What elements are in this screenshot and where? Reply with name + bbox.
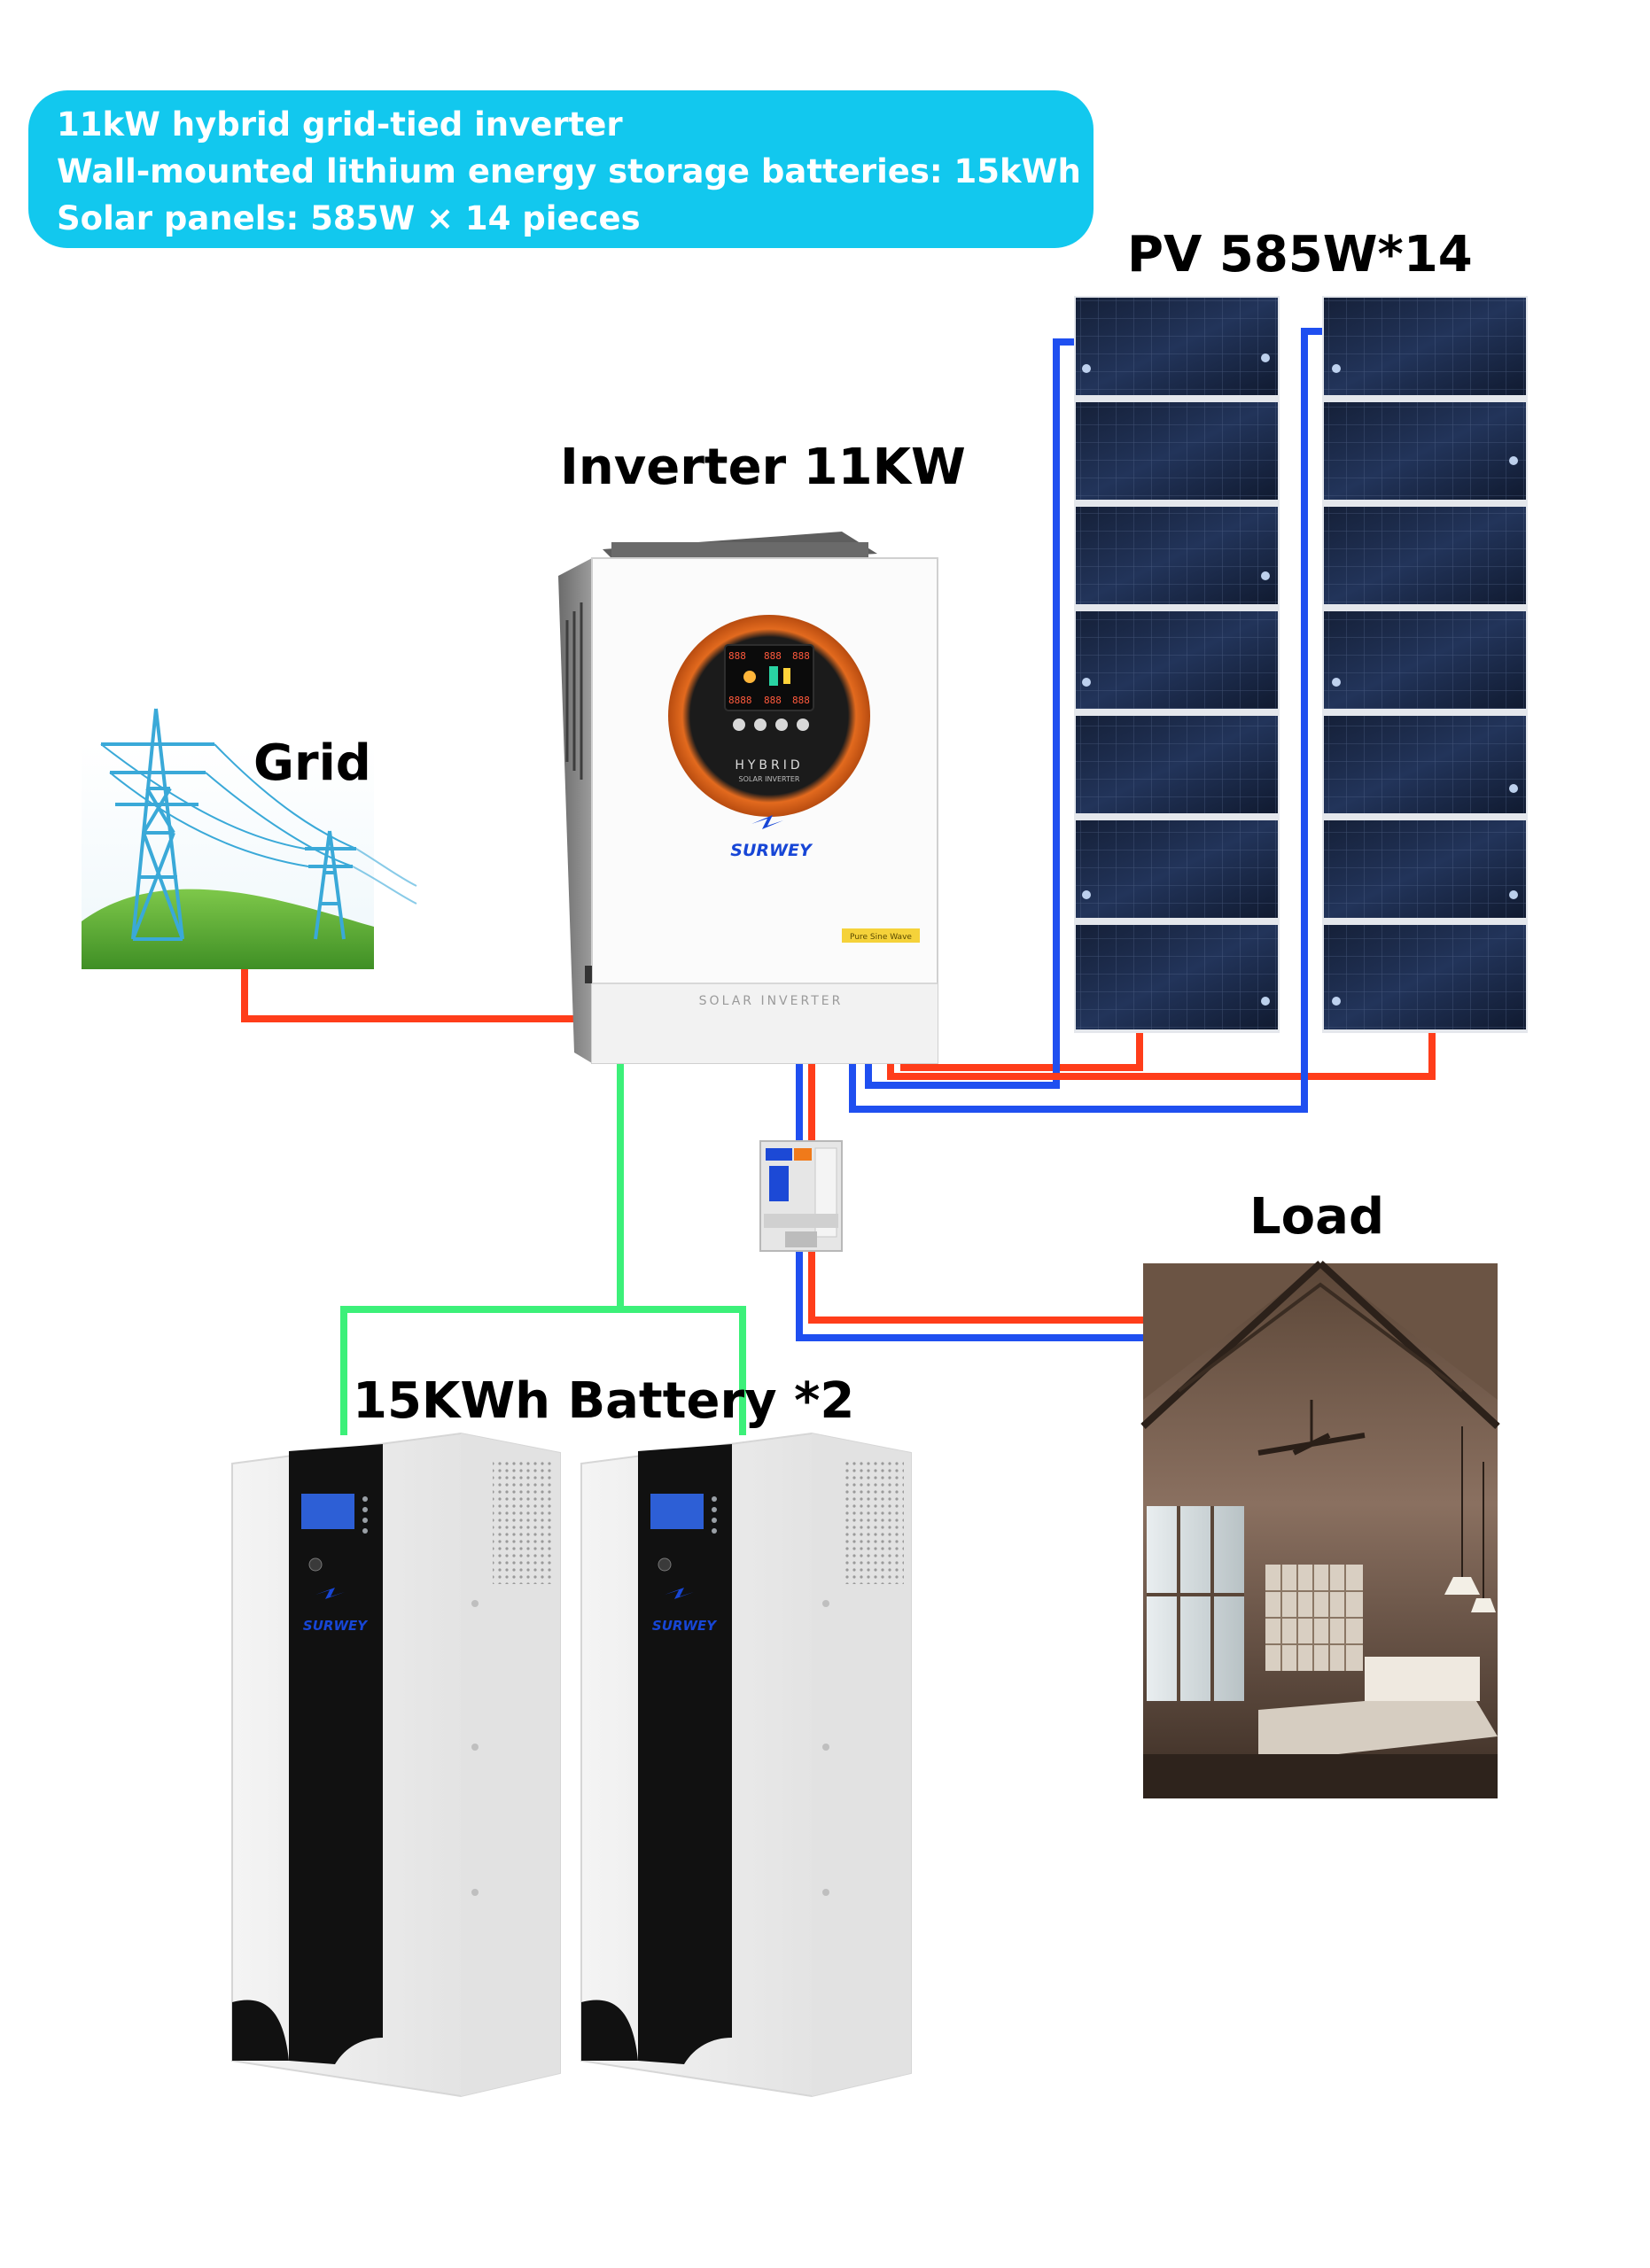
battery-2: SURWEY [580, 1432, 912, 2098]
svg-text:888: 888 [728, 650, 746, 662]
summary-line-batteries: Wall-mounted lithium energy storage batt… [57, 152, 1155, 190]
grid-illustration [82, 708, 417, 969]
inverter-label: Inverter 11KW [560, 439, 966, 496]
inverter-logo-mark [751, 815, 783, 829]
grid-label: Grid [253, 734, 371, 792]
load-wire-red [808, 1054, 1143, 1324]
inverter-screen-title: HYBRID [735, 758, 803, 773]
battery-1-logo-mark [315, 1588, 345, 1599]
battery-label: 15KWh Battery *2 [353, 1372, 855, 1430]
battery-wire-bus [340, 1306, 746, 1435]
svg-text:8888: 8888 [728, 695, 752, 706]
load-label: Load [1249, 1188, 1385, 1246]
pv2-negative-wire [849, 328, 1324, 1113]
load-room-photo [1140, 1261, 1500, 1798]
pv1-positive-wire [900, 1032, 1143, 1071]
inverter-base-text: SOLAR INVERTER [699, 994, 844, 1008]
battery-1-brand: SURWEY [303, 1618, 369, 1634]
battery-2-logo-mark [665, 1588, 694, 1599]
svg-text:888: 888 [792, 650, 810, 662]
grid-wire [241, 961, 576, 1022]
summary-line-inverter: 11kW hybrid grid-tied inverter [57, 105, 623, 144]
battery-1: SURWEY [231, 1432, 561, 2098]
battery-2-brand: SURWEY [652, 1618, 718, 1634]
summary-box: 11kW hybrid grid-tied inverter Wall-moun… [28, 90, 1155, 248]
svg-text:888: 888 [792, 695, 810, 706]
svg-text:888: 888 [764, 650, 782, 662]
inverter-badge: Pure Sine Wave [850, 933, 912, 942]
svg-text:888: 888 [764, 695, 782, 706]
solar-string-2 [1322, 296, 1528, 1033]
circuit-breaker [759, 1140, 843, 1252]
solar-array [1074, 296, 1528, 1033]
pv1-negative-wire [865, 338, 1076, 1089]
solar-string-1 [1074, 296, 1280, 1033]
inverter-brand: SURWEY [730, 841, 813, 860]
inverter-screen-subtitle: SOLAR INVERTER [739, 775, 800, 783]
summary-line-panels: Solar panels: 585W × 14 pieces [57, 199, 641, 237]
pv-label: PV 585W*14 [1127, 226, 1473, 284]
